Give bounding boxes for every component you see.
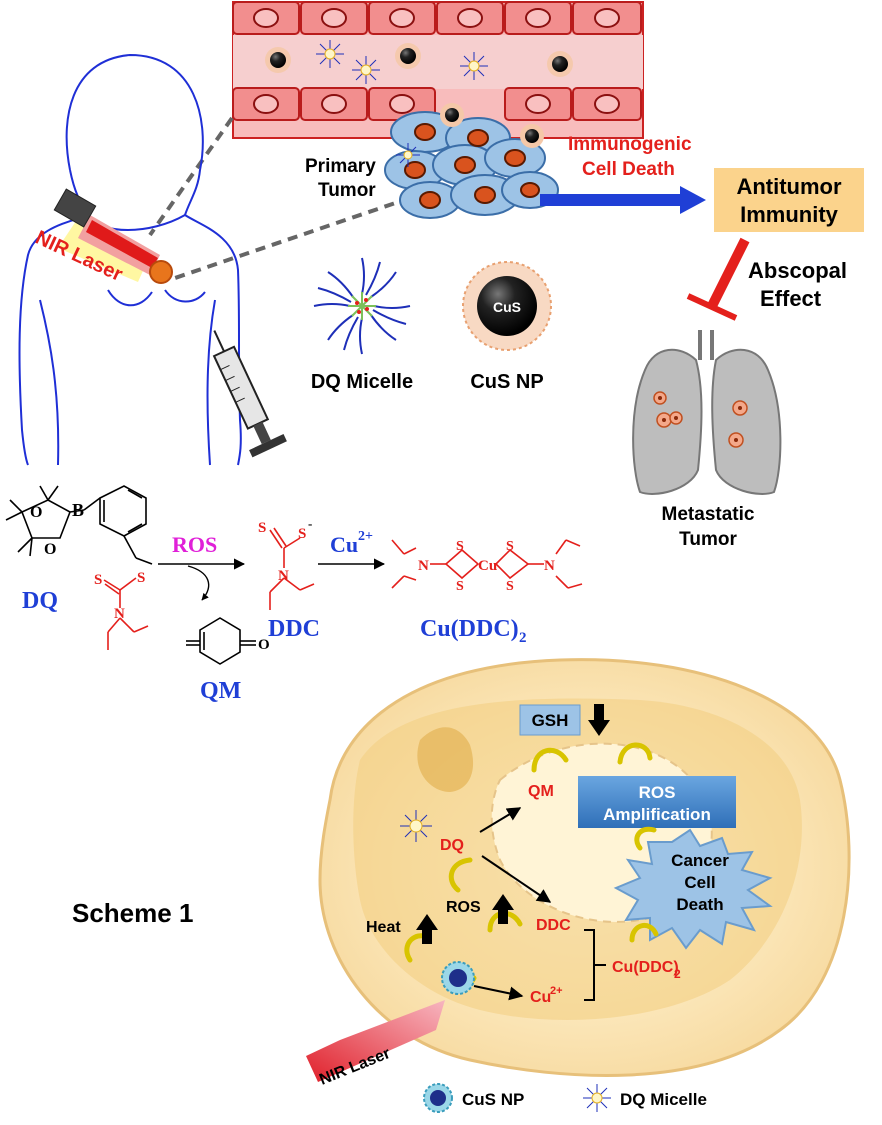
ros-amp-label-2: Amplification: [603, 805, 711, 824]
dq-to-qm-arrow: [479, 807, 522, 833]
legend-dq-micelle-icon: [583, 1084, 611, 1112]
micelle-small-1: [316, 40, 344, 68]
atom-o2: O: [44, 541, 56, 558]
icd-arrow: [540, 186, 706, 214]
dq-micelle-label: DQ Micelle: [311, 371, 413, 393]
leader-line-tumor: [174, 196, 411, 280]
nir-laser-beam-bottom: [306, 1000, 445, 1082]
cancer-death-label-1: Cancer: [671, 851, 729, 870]
vessel-top-cells: [232, 1, 642, 35]
atom-n2: N: [278, 568, 289, 584]
chem-dq-label: DQ: [22, 588, 58, 614]
gsh-down-arrow: [588, 704, 610, 736]
micelle-small-2: [352, 56, 380, 84]
cell-qm-label: QM: [528, 783, 554, 800]
metastatic-lungs: [632, 330, 782, 495]
atom-cn2: N: [544, 558, 555, 574]
cu-bracket: [584, 929, 606, 1001]
syringe-icon: [212, 330, 287, 458]
cell-ros-label: ROS: [446, 899, 481, 916]
chem-dq-structure: [5, 485, 153, 565]
chem-cuddc-sub: 2: [519, 630, 527, 646]
antitumor-label-2: Immunity: [740, 202, 839, 227]
ros-amp-box: [578, 776, 736, 828]
qm-release-arrow: [187, 565, 210, 601]
micelle-small-3: [460, 52, 488, 80]
atom-o1: O: [30, 504, 42, 521]
atom-s3: S: [258, 520, 266, 536]
cancer-death-label-2: Cell: [684, 873, 715, 892]
vessel-particles: [265, 40, 573, 84]
cus-to-cu-arrow: [473, 985, 524, 1001]
atom-cn1: N: [418, 558, 429, 574]
blood-vessel: [232, 1, 644, 139]
antitumor-label-1: Antitumor: [736, 174, 842, 199]
cell-dq-label: DQ: [440, 837, 464, 854]
primary-tumor-label-1: Primary: [305, 156, 376, 177]
cell-ddc-label: DDC: [536, 917, 571, 934]
atom-cs1: S: [456, 539, 464, 554]
metastatic-label-1: Metastatic: [662, 504, 755, 525]
chem-ros-label: ROS: [172, 532, 217, 557]
cancer-death-burst: [613, 828, 773, 950]
atom-cu: Cu: [478, 558, 497, 574]
ros-up-arrow: [492, 894, 514, 924]
cancer-cell: [318, 658, 851, 1077]
chem-dq-dtc: [103, 577, 149, 650]
cancer-death-label-3: Death: [676, 895, 723, 914]
abscopal-label-1: Abscopal: [748, 258, 847, 283]
dq-to-ddc-arrow: [481, 855, 552, 903]
leader-line-vessel: [148, 116, 234, 237]
ros-amp-label-1: ROS: [639, 783, 676, 802]
cus-core-label: CuS: [493, 299, 521, 315]
chem-qm-structure: [186, 617, 256, 665]
primary-tumor-label-2: Tumor: [318, 180, 376, 201]
antitumor-box: [714, 168, 864, 232]
cell-cuddc-label: Cu(DDC): [612, 959, 679, 976]
cell-cu-label: Cu: [530, 989, 551, 1006]
legend-cus-np-label: CuS NP: [462, 1090, 524, 1109]
legend-dq-micelle-label: DQ Micelle: [620, 1090, 707, 1109]
cus-np-label: CuS NP: [470, 371, 543, 393]
atom-cs2: S: [456, 579, 464, 594]
atom-s4: S: [298, 526, 306, 542]
chem-cuddc-label: Cu(DDC): [420, 616, 519, 642]
gsh-label: GSH: [532, 711, 569, 730]
cell-dq-micelle-icon: [400, 810, 432, 842]
atom-s2: S: [94, 572, 102, 588]
legend-cus-np-icon: [423, 1083, 453, 1113]
cus-np-icon: [462, 261, 552, 351]
dq-micelle-icon: [313, 257, 411, 355]
chem-ddc-label: DDC: [268, 616, 320, 642]
icd-label-1: Immunogenic: [568, 134, 692, 155]
icd-label-2: Cell Death: [582, 159, 675, 180]
heat-up-arrow: [416, 914, 438, 944]
chem-cuddc-structure: [391, 539, 583, 589]
cell-cus-np-icon: [441, 961, 475, 995]
vessel-bottom-cells: [232, 87, 642, 121]
chem-qm-label: QM: [200, 678, 241, 704]
chem-cu-label: Cu: [330, 532, 358, 557]
chem-cu-charge: 2+: [358, 529, 373, 544]
cell-cuddc-sub: 2: [674, 967, 681, 981]
abscopal-label-2: Effect: [760, 286, 822, 311]
atom-cs3: S: [506, 539, 514, 554]
scheme-label: Scheme 1: [72, 898, 193, 928]
atom-b: B: [72, 500, 84, 520]
cell-heat-label: Heat: [366, 919, 401, 936]
atom-cs4: S: [506, 579, 514, 594]
chem-ddc-structure: [269, 527, 315, 610]
atom-o3: O: [258, 637, 270, 653]
metastatic-label-2: Tumor: [679, 529, 737, 550]
gsh-box: [519, 704, 581, 736]
atom-s1: S: [137, 570, 145, 586]
cell-cu-charge: 2+: [550, 985, 563, 997]
atom-n1: N: [114, 606, 125, 622]
primary-tumor-site: [149, 260, 173, 284]
nir-laser-device: [53, 188, 160, 282]
atom-s-charge: -: [308, 516, 312, 531]
tumor-cell-cluster: [384, 103, 559, 219]
abscopal-inhibit-arrow: [686, 237, 750, 321]
